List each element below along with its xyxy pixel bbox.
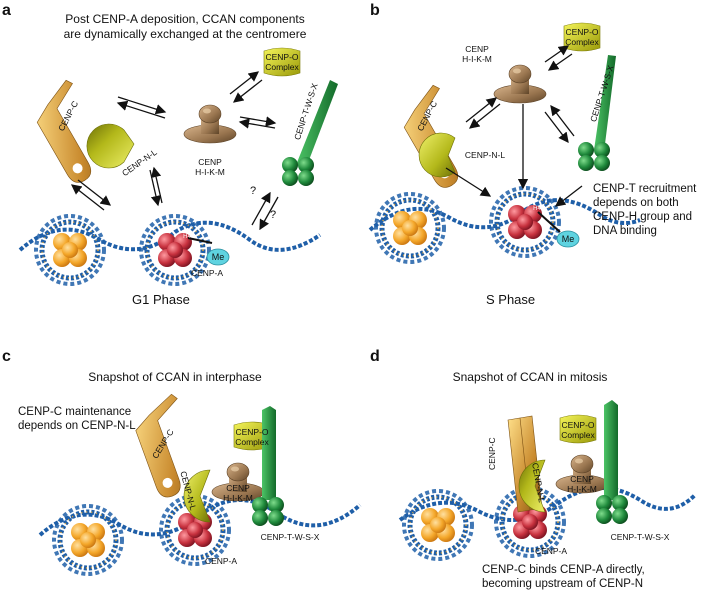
cenp-nl-shape-a — [86, 123, 135, 169]
label-me-a: Me — [211, 252, 225, 262]
label-twsx-c: CENP-T-W-S-X — [260, 532, 320, 542]
panel-c-note: CENP-C maintenance depends on CENP-N-L — [18, 406, 136, 432]
label-cenp-o-a: CENP-O Complex — [265, 52, 299, 72]
panel-letter-c: c — [2, 348, 11, 365]
twsx-stalk-c — [262, 406, 276, 500]
label-hikm-d: CENP H-I-K-M — [567, 474, 597, 494]
label-cenp-a-c: CENP-A — [204, 556, 238, 566]
panel-b-note: CENP-T recruitment depends on both CENP-… — [593, 183, 697, 237]
twsx-stalk-a — [296, 80, 338, 168]
cenp-nl-shape-d — [518, 459, 546, 513]
label-cenp-nl-b: CENP-N-L — [464, 150, 506, 160]
methyl-mark-b — [556, 230, 580, 248]
panel-a-graphics — [18, 47, 338, 284]
arrows-b — [445, 45, 583, 207]
panel-b-graphics — [368, 22, 641, 262]
label-h4-a: H4 — [183, 234, 191, 240]
panel-a-phase: G1 Phase — [132, 292, 190, 307]
panel-d-graphics — [398, 400, 697, 559]
twsx-stalk-d — [604, 400, 618, 500]
nucleosome-orange-b — [376, 194, 444, 262]
panel-d-note: CENP-C binds CENP-A directly, becoming u… — [482, 564, 645, 590]
methyl-mark-a — [206, 248, 230, 266]
label-hikm-b: CENP H-I-K-M — [462, 44, 492, 64]
hikm-shape-a — [183, 104, 237, 144]
dna-strand-d — [398, 486, 697, 522]
label-hikm-a: CENP H-I-K-M — [195, 157, 225, 177]
nucleosome-orange-d — [404, 491, 472, 559]
label-cenp-o-d: CENP-O Complex — [561, 420, 595, 440]
panel-b-phase: S Phase — [486, 292, 536, 307]
panel-letter-d: d — [370, 348, 380, 365]
twsx-stalk-b — [594, 55, 616, 152]
question-mark-1: ? — [249, 185, 257, 197]
panel-letter-a: a — [2, 2, 11, 19]
arrows-a — [70, 71, 279, 231]
panel-c-caption: Snapshot of CCAN in interphase — [88, 370, 262, 384]
label-cenp-a-d: CENP-A — [534, 546, 568, 556]
label-cenp-o-c: CENP-O Complex — [235, 427, 269, 447]
cenp-nl-shape-b — [418, 132, 456, 178]
hikm-shape-b — [493, 64, 547, 104]
label-me-b: Me — [561, 234, 575, 244]
label-cenp-c-d: CENP-C — [487, 437, 497, 470]
label-cenp-o-b: CENP-O Complex — [565, 27, 599, 47]
nucleosome-orange-c — [54, 506, 122, 574]
twsx-clover-b — [578, 142, 610, 171]
label-h4-b: H4 — [533, 206, 541, 212]
panel-c-graphics — [38, 392, 362, 574]
panel-a-caption: Post CENP-A deposition, CCAN components … — [63, 12, 307, 41]
label-hikm-c: CENP H-I-K-M — [223, 483, 253, 503]
nucleosome-orange-a — [36, 216, 104, 284]
panel-d-caption: Snapshot of CCAN in mitosis — [452, 370, 608, 384]
question-mark-2: ? — [269, 209, 277, 221]
dna-strand-a — [18, 220, 322, 252]
label-twsx-d: CENP-T-W-S-X — [610, 532, 670, 542]
panel-letter-b: b — [370, 2, 380, 19]
label-cenp-a-a: CENP-A — [190, 268, 224, 278]
cenp-nl-shape-c — [183, 469, 211, 523]
